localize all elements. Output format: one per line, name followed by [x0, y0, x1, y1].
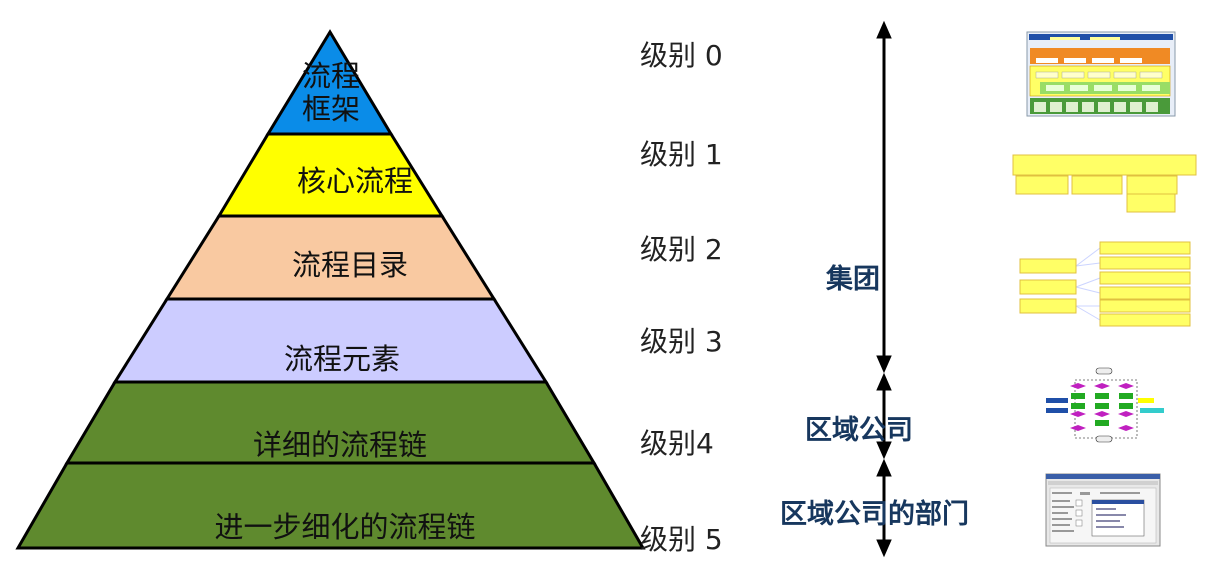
- level-1-label: 级别 1: [640, 138, 723, 171]
- scope-arrows: [876, 20, 892, 558]
- thumbnail-core-processes: [1012, 154, 1197, 213]
- department-arrow-head-bottom: [876, 539, 892, 558]
- level-0-label: 级别 0: [640, 39, 723, 72]
- org-department-label: 区域公司的部门: [780, 499, 969, 530]
- layer-2-label: 流程目录: [291, 248, 408, 282]
- layer-0-label: 流程 框架: [290, 60, 372, 126]
- group-arrow-head-bottom: [876, 355, 892, 374]
- level-4-label: 级别4: [640, 427, 714, 460]
- thumbnail-framework: [1026, 31, 1176, 117]
- layer-4-label: 详细的流程链: [252, 428, 427, 462]
- regional-arrow-head-top: [876, 372, 892, 391]
- org-group-label: 集团: [826, 264, 880, 295]
- layer-5-label: 进一步细化的流程链: [214, 510, 476, 544]
- level-5-label: 级别 5: [640, 523, 723, 556]
- level-2-label: 级别 2: [640, 233, 723, 266]
- department-arrow-head-top: [876, 458, 892, 477]
- org-regional-label: 区域公司: [805, 415, 913, 446]
- layer-1-label: 核心流程: [296, 164, 413, 198]
- level-3-label: 级别 3: [640, 325, 723, 358]
- thumbnail-software-window: [1045, 473, 1161, 547]
- thumbnail-process-elements: [1046, 367, 1164, 443]
- thumbnail-process-catalog: [1019, 241, 1191, 327]
- layer-0-label-line-2: 框架: [301, 92, 360, 126]
- layer-0-label-line-1: 流程: [301, 59, 360, 93]
- pyramid-layer-5: [15, 461, 646, 550]
- regional-arrow-head-bottom: [876, 441, 892, 460]
- group-arrow-head-top: [876, 20, 892, 39]
- layer-3-label: 流程元素: [283, 342, 400, 376]
